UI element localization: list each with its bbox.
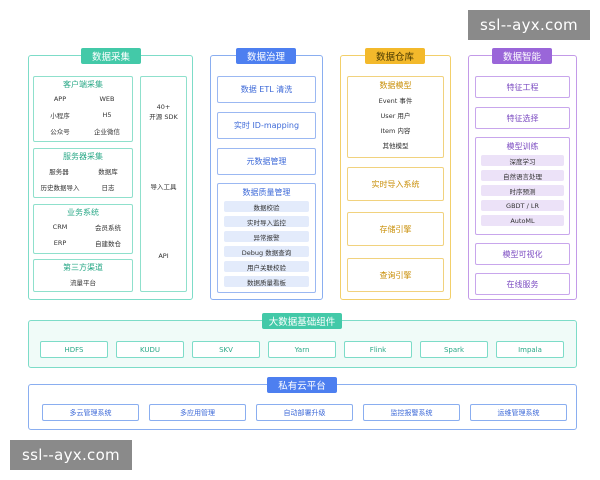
server-collection-group: [33, 148, 133, 198]
model-item: Event 事件: [378, 97, 413, 105]
data-model-title: 数据模型: [379, 80, 412, 90]
etl-box: 数据 ETL 清洗: [217, 76, 316, 103]
quality-item: 实时导入监控: [224, 216, 309, 227]
watermark-label-bottom: ssl--ayx.com: [10, 440, 132, 470]
model-training-group: [475, 137, 570, 235]
platform-chip: 自动部署升级: [256, 404, 353, 421]
quality-item: 用户关联校验: [224, 261, 309, 272]
collection-title: 数据采集: [81, 48, 141, 64]
component-chip: HDFS: [40, 341, 108, 358]
data-model-group: [347, 76, 444, 158]
training-item: 自然语言处理: [481, 170, 564, 181]
business-item: 自建数仓: [95, 240, 121, 248]
warehouse-title: 数据仓库: [365, 48, 425, 64]
server-item: 服务器: [49, 168, 69, 176]
realtime-import-box: 实时导入系统: [347, 167, 444, 201]
training-item: 深度学习: [481, 155, 564, 166]
api-item: API: [158, 252, 169, 260]
quality-item: 异常报警: [224, 231, 309, 242]
platform-chip: 监控报警系统: [363, 404, 460, 421]
bigdata-title: 大数据基础组件: [262, 313, 342, 329]
governance-title: 数据治理: [236, 48, 296, 64]
model-training-title: 模型训练: [506, 141, 539, 151]
business-system-group: [33, 204, 133, 254]
model-item: User 用户: [380, 112, 411, 120]
business-item: ERP: [53, 239, 67, 247]
quality-item: Debug 数据查询: [224, 246, 309, 257]
business-system-title: 业务系统: [67, 207, 99, 217]
client-item: 企业微信: [94, 128, 120, 136]
cloud-title: 私有云平台: [267, 377, 337, 393]
storage-engine-box: 存储引擎: [347, 212, 444, 246]
platform-chip: 运维管理系统: [470, 404, 567, 421]
client-collection-group: [33, 76, 133, 142]
platform-chip: 多云管理系统: [42, 404, 139, 421]
quality-item: 数据校验: [224, 201, 309, 212]
model-item: Item 内容: [380, 127, 411, 135]
feature-selection-box: 特征选择: [475, 107, 570, 129]
feature-engineering-box: 特征工程: [475, 76, 570, 98]
watermark-label-top: ssl--ayx.com: [468, 10, 590, 40]
third-party-item: 流量平台: [70, 279, 96, 287]
third-party-group: [33, 259, 133, 292]
client-item: H5: [102, 111, 112, 119]
server-item: 日志: [101, 184, 115, 192]
training-item: GBDT / LR: [481, 200, 564, 211]
third-party-title: 第三方渠道: [63, 262, 103, 272]
component-chip: KUDU: [116, 341, 184, 358]
quality-item: 数据质量看板: [224, 276, 309, 287]
server-item: 历史数据导入: [40, 184, 80, 192]
client-item: 小程序: [50, 112, 70, 120]
client-item: APP: [53, 95, 67, 103]
business-item: 会员系统: [95, 224, 121, 232]
training-item: 时序预测: [481, 185, 564, 196]
component-chip: Impala: [496, 341, 564, 358]
client-collection-title: 客户端采集: [63, 79, 103, 89]
online-service-box: 在线服务: [475, 273, 570, 295]
component-chip: Flink: [344, 341, 412, 358]
id-mapping-box: 实时 ID-mapping: [217, 112, 316, 139]
metadata-box: 元数据管理: [217, 148, 316, 175]
quality-group: [217, 183, 316, 293]
business-item: CRM: [52, 223, 68, 231]
component-chip: Spark: [420, 341, 488, 358]
quality-title: 数据质量管理: [242, 187, 291, 197]
component-chip: Yarn: [268, 341, 336, 358]
sdk-item: 40+ 开源 SDK: [149, 103, 178, 121]
client-item: 公众号: [50, 128, 70, 136]
intelligence-title: 数据智能: [492, 48, 552, 64]
server-item: 数据库: [98, 168, 118, 176]
component-chip: SKV: [192, 341, 260, 358]
training-item: AutoML: [481, 215, 564, 226]
platform-chip: 多应用管理: [149, 404, 246, 421]
model-item: 其他模型: [382, 142, 409, 150]
client-item: WEB: [99, 95, 115, 103]
model-visualization-box: 模型可视化: [475, 243, 570, 265]
query-engine-box: 查询引擎: [347, 258, 444, 292]
collection-tools-group: [140, 76, 187, 292]
import-tool-item: 导入工具: [150, 183, 177, 191]
server-collection-title: 服务器采集: [63, 151, 103, 161]
